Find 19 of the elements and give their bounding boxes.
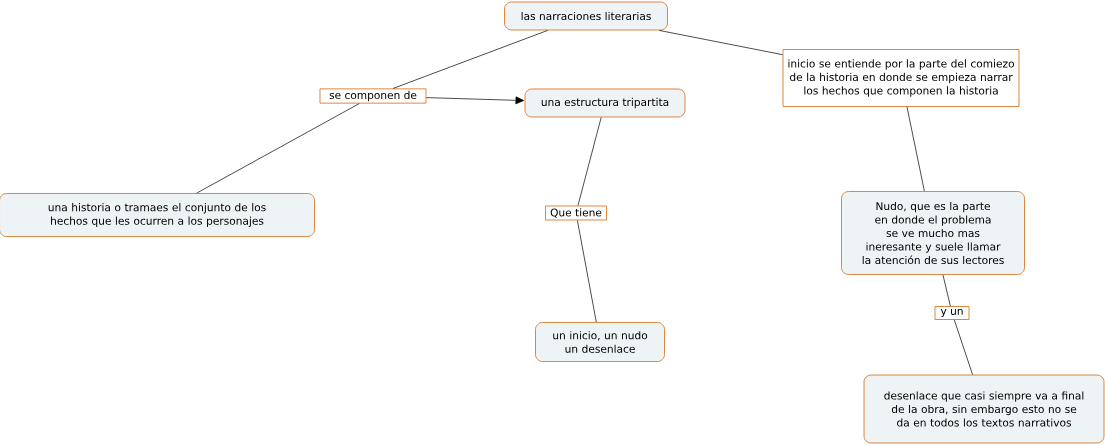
concept-box: desenlace que casi siempre va a final de la obra, sin embargo esto no se da en todos los textos narrativos: [863, 374, 1105, 444]
connector: [392, 30, 548, 89]
concept-box: las narraciones literarias: [504, 1, 668, 31]
connector: [942, 274, 951, 307]
connector: [196, 103, 360, 194]
concept-box: una estructura tripartita: [524, 88, 686, 118]
concept-box: un inicio, un nudo un desenlace: [535, 322, 665, 362]
connector: [577, 117, 602, 206]
concept-box: Nudo, que es la parte en donde el problema se ve mucho mas ineresante y suele llamar la atención de sus lectores: [841, 191, 1025, 275]
concept-box: una historia o tramaes el conjunto de los hechos que les ocurren a los personajes: [0, 193, 315, 237]
linking-phrase: y un: [934, 306, 970, 320]
note-box: inicio se entiende por la parte del comiezo de la historia en donde se empieza narrar los hechos que componen la historia: [782, 49, 1020, 107]
linking-phrase: Que tiene: [545, 205, 607, 221]
connector: [577, 220, 597, 323]
connector: [954, 319, 973, 375]
connector: [659, 30, 783, 56]
connector: [426, 96, 525, 105]
linking-phrase: se componen de: [319, 88, 427, 104]
connector: [906, 106, 925, 192]
